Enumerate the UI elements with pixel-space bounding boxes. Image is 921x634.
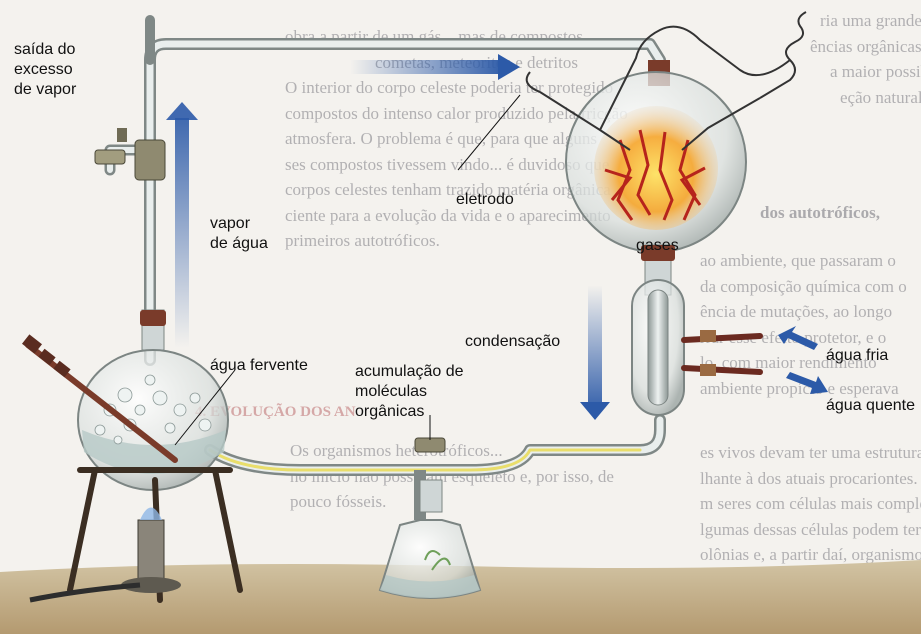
condensation-down-arrow [588,285,602,403]
label-agua-fervente: água fervente [210,356,308,376]
hot-water-arrow [786,372,828,394]
leader-eletrodo [458,95,520,170]
label-line: moléculas [355,382,464,402]
label-vapor-agua: vapor de água [210,214,268,254]
label-line: orgânicas [355,402,464,422]
label-acumulacao: acumulação de moléculas orgânicas [355,362,464,422]
label-line: de água [210,234,268,254]
vapor-right-arrow [350,60,500,74]
vapor-up-arrow [175,118,189,348]
label-condensacao: condensação [465,332,560,352]
label-line: saída do [14,40,76,60]
label-line: de vapor [14,80,76,100]
cold-water-arrow [778,326,818,350]
label-saida-vapor: saída do excesso de vapor [14,40,76,100]
label-line: excesso [14,60,76,80]
label-gases: gases [636,236,679,256]
label-eletrodo: eletrodo [456,190,514,210]
label-line: acumulação de [355,362,464,382]
condenser [632,245,760,415]
label-line: vapor [210,214,268,234]
label-agua-quente: água quente [826,396,915,416]
label-agua-fria: água fria [826,346,888,366]
collection-trap [380,438,480,598]
leader-lines [175,95,520,445]
